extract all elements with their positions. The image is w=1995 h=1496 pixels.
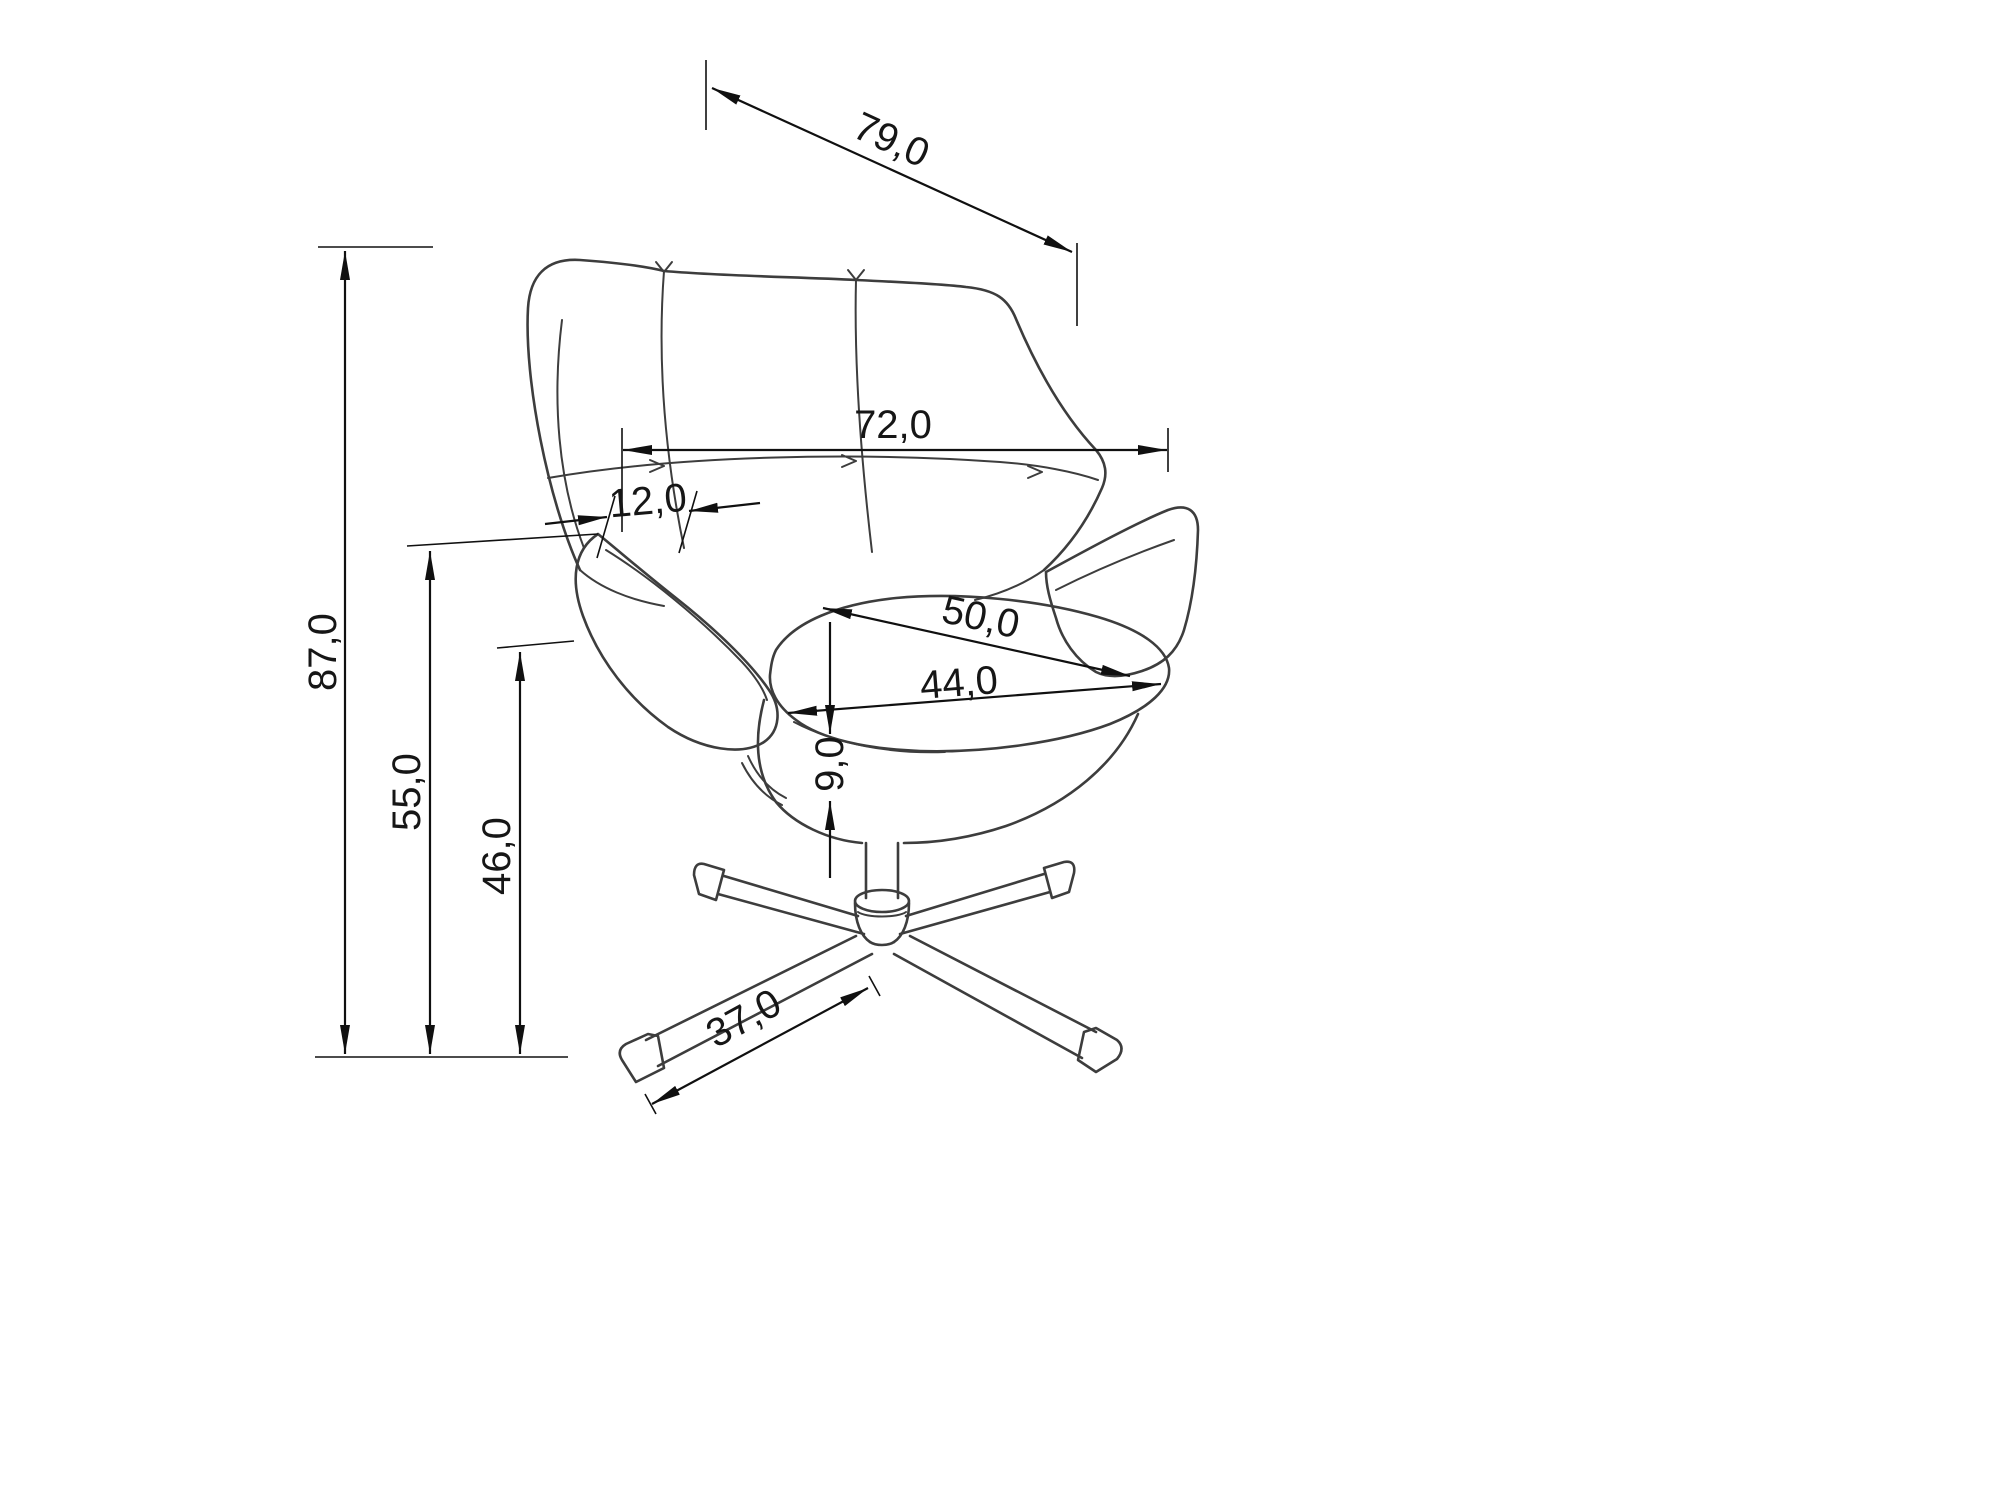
rear-right-foot [1042,860,1076,900]
dimension-line [711,86,1073,254]
chair-backrest-seam-right [854,279,873,553]
dimension-overall-width: 72,0 [621,403,1169,532]
dimension-arrow-left [544,515,608,526]
front-left-foot [618,1032,666,1084]
stitch-mark [841,454,857,468]
dimension-base-leg-length: 37,0 [644,975,881,1115]
chair-backrest-seam-horizontal [547,455,1099,481]
stitch-mark [649,459,665,473]
dimension-overall-depth: 79,0 [705,60,1078,326]
dimension-line [651,987,869,1105]
dimension-label-overall-width: 72,0 [854,403,932,447]
chair-column-collar [853,888,911,914]
chair-base-legs [618,860,1123,1084]
extension-line [868,975,881,997]
dimension-seat-height: 46,0 [475,640,575,1054]
dimension-label-armrest-height: 55,0 [385,753,429,831]
extension-line [678,490,698,554]
rear-right-leg [898,872,1052,936]
dimension-label-seat-width: 44,0 [918,658,999,708]
chair-drawing [526,258,1200,1084]
front-right-foot [1076,1026,1123,1074]
chair-hub-ring [857,911,907,918]
dimension-label-armrest-width: 12,0 [607,476,688,527]
dimension-label-seat-depth: 50,0 [938,587,1024,647]
dimension-annotations: 87,0 55,0 46,0 79,0 [301,60,1169,1115]
extension-line [596,495,616,559]
chair-hub-bottom [868,940,896,947]
dimension-armrest-height: 55,0 [385,533,599,1054]
dimension-armrest-width: 12,0 [544,476,761,559]
chair-backrest-outline [526,258,1107,572]
chair-hub-right [892,901,911,944]
dimension-label-cushion-thickness: 9,0 [808,736,852,792]
chair-right-armrest [1044,506,1200,678]
chair-backrest-seam-left [660,270,685,549]
rear-left-foot [692,862,726,902]
extension-line [406,533,599,547]
chair-left-armrest-seam [605,549,768,701]
extension-line [496,640,575,649]
dimension-line [822,606,1131,678]
chair-hub-left [853,901,872,944]
stitch-mark [847,269,865,281]
dimension-overall-height: 87,0 [301,246,568,1058]
rear-left-leg [716,874,866,936]
dimension-cushion-thickness: 9,0 [808,622,852,878]
dimension-line [787,681,1162,716]
chair-seat-cushion [768,594,1171,753]
chair-stitch-marks [649,261,1043,479]
chair-seat-front-seam [793,721,946,754]
stitch-mark [655,261,673,273]
chair-left-armrest [574,532,779,751]
extension-line [644,1093,657,1115]
chair-shell-pocket [741,755,787,806]
front-right-leg [892,934,1098,1060]
stitch-mark [1027,465,1043,479]
chair-left-shoulder-line [579,569,665,607]
chair-shell-right-edge [902,712,1140,845]
dimension-label-seat-height: 46,0 [475,817,519,895]
chair-backrest-inner-edge [556,319,585,549]
dimension-arrow-right [688,501,761,513]
dimension-label-overall-depth: 79,0 [847,104,936,176]
dimension-seat-width: 44,0 [787,658,1162,716]
dimension-label-overall-height: 87,0 [301,613,345,691]
chair-right-armrest-seam [1055,539,1175,591]
